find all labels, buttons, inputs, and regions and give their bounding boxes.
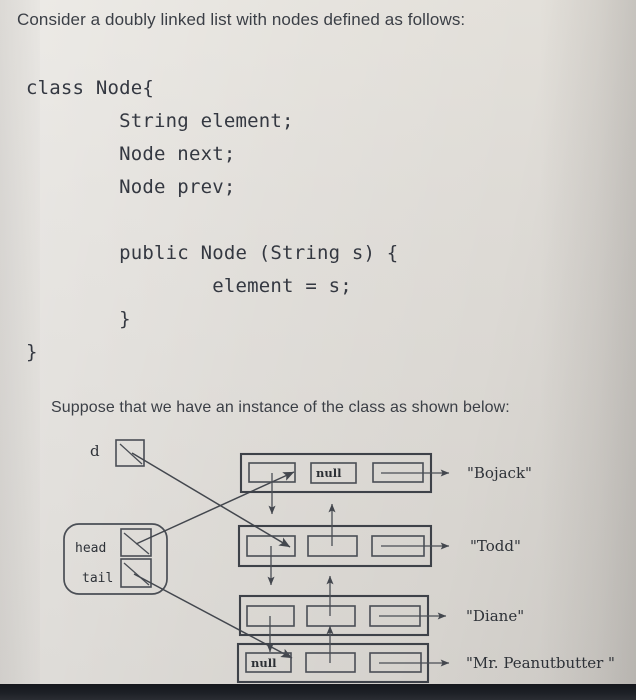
node-4-next-null-label: null [251,656,277,670]
head-field-label: head [75,541,106,556]
suppose-text: Suppose that we have an instance of the … [51,399,510,416]
variable-d: d [90,439,145,467]
node-3-prev-cell [306,605,356,627]
node-3: "Diane" [238,575,524,653]
node-1-element-value: "Bojack" [467,464,532,482]
node-4-element-value: "Mr. Peanutbutter " [466,654,615,672]
arrow-head-to-node1 [135,471,295,545]
arrow-tail-to-node4 [133,573,293,659]
intro-text: Consider a doubly linked list with nodes… [17,10,466,29]
node-3-element-value: "Diane" [466,607,524,625]
list-object-outline [63,523,168,595]
node-1-prev-cell [310,462,357,484]
node-4-next-cell [245,652,292,673]
node-2: "Todd" [237,503,521,586]
arrow-d-to-node2 [131,452,291,548]
node-2-element-value: "Todd" [470,537,521,555]
node-class-code: class Node{ String element; Node next; N… [26,77,399,363]
variable-d-label: d [90,442,100,460]
head-pointer-cell [120,528,152,557]
variable-d-cell [115,439,145,467]
tail-field-label: tail [82,571,113,586]
tail-pointer-cell [120,558,152,588]
paper-shadow-left [0,0,40,684]
node-1-prev-null-label: null [316,466,342,480]
node-1: null "Bojack" [239,452,532,515]
list-object-box: head tail [63,523,168,595]
node-4: null "Mr. Peanutbutter " [236,625,615,684]
paper-shadow-right [540,0,636,684]
screen-bottom-bezel [0,684,636,700]
paper-background [0,0,636,684]
linked-list-diagram: d head tail [0,430,636,684]
